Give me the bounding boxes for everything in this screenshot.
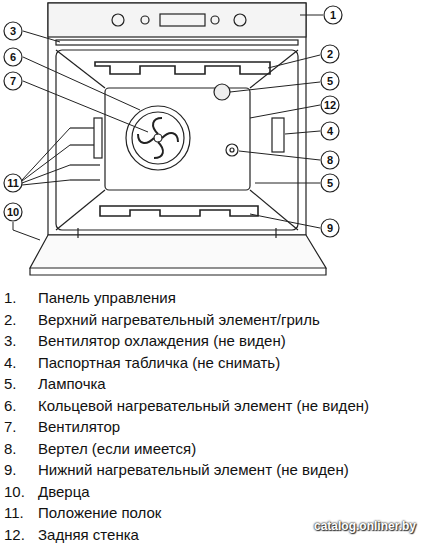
part-name: Верхний нагревательный элемент/гриль bbox=[38, 311, 320, 329]
list-number: 9. bbox=[4, 461, 17, 479]
list-number: 10. bbox=[4, 483, 25, 501]
hinge bbox=[275, 228, 276, 238]
lamp bbox=[214, 84, 230, 100]
list-number: 2. bbox=[4, 311, 17, 329]
cooling-vent bbox=[56, 40, 298, 45]
callout-number: 1 bbox=[323, 5, 343, 25]
part-name: Вертел (если имеется) bbox=[38, 440, 196, 458]
ring-element bbox=[126, 106, 190, 170]
part-name: Паспортная табличка (не снимать) bbox=[38, 354, 280, 372]
leader-lines bbox=[13, 15, 323, 240]
callout-circle: 9 bbox=[320, 218, 340, 238]
oven-housing bbox=[48, 3, 306, 235]
callout-number: 9 bbox=[320, 218, 340, 238]
rack-level bbox=[70, 164, 100, 165]
rack-level bbox=[70, 144, 94, 145]
part-name: Дверца bbox=[38, 483, 90, 501]
fan-hub bbox=[154, 134, 162, 142]
list-number: 7. bbox=[4, 418, 17, 436]
nameplate bbox=[272, 118, 284, 152]
callout-circle: 5 bbox=[320, 71, 340, 91]
rack-level bbox=[70, 127, 94, 128]
callout-circle: 3 bbox=[3, 21, 23, 41]
bottom-element bbox=[100, 206, 258, 216]
grill-element bbox=[95, 62, 270, 74]
list-number: 3. bbox=[4, 332, 17, 350]
list-number: 12. bbox=[4, 526, 25, 544]
callout-number: 4 bbox=[320, 121, 340, 141]
list-number: 5. bbox=[4, 375, 17, 393]
part-name: Кольцевой нагревательный элемент (не вид… bbox=[38, 397, 369, 415]
callout-number: 8 bbox=[320, 150, 340, 170]
fan-blades bbox=[138, 118, 178, 158]
door-edge bbox=[30, 268, 326, 275]
part-name: Вентилятор охлаждения (не виден) bbox=[38, 332, 286, 350]
knob bbox=[112, 14, 124, 26]
door bbox=[30, 235, 326, 268]
callout-number: 6 bbox=[3, 47, 23, 67]
callout-circle: 10 bbox=[3, 202, 23, 222]
part-name: Задняя стенка bbox=[38, 526, 139, 544]
list-number: 1. bbox=[4, 289, 17, 307]
knob bbox=[211, 16, 219, 24]
callout-number: 5 bbox=[320, 173, 340, 193]
callout-circle: 4 bbox=[320, 121, 340, 141]
part-name: Вентилятор bbox=[38, 418, 120, 436]
knob bbox=[234, 14, 246, 26]
back-wall bbox=[105, 88, 250, 190]
callout-number: 10 bbox=[3, 202, 23, 222]
callout-circle: 8 bbox=[320, 150, 340, 170]
callout-number: 11 bbox=[3, 173, 23, 193]
callout-circle: 6 bbox=[3, 47, 23, 67]
display bbox=[160, 14, 205, 26]
rack-runner bbox=[94, 118, 102, 158]
part-name: Панель управления bbox=[38, 289, 176, 307]
cavity-edge bbox=[250, 50, 298, 88]
callout-number: 3 bbox=[3, 21, 23, 41]
cavity-edge bbox=[56, 190, 105, 230]
spit-socket bbox=[226, 144, 238, 156]
list-number: 4. bbox=[4, 354, 17, 372]
spit-socket bbox=[230, 148, 234, 152]
callout-number: 2 bbox=[320, 44, 340, 64]
callout-circle: 11 bbox=[3, 173, 23, 193]
callout-number: 5 bbox=[320, 71, 340, 91]
knob bbox=[141, 16, 149, 24]
callout-number: 12 bbox=[320, 95, 340, 115]
list-number: 6. bbox=[4, 397, 17, 415]
list-number: 11. bbox=[4, 504, 24, 522]
hinge bbox=[77, 228, 78, 238]
rack-level bbox=[70, 179, 100, 180]
cavity-edge bbox=[56, 50, 105, 88]
callout-circle: 12 bbox=[320, 95, 340, 115]
list-number: 8. bbox=[4, 440, 17, 458]
callout-circle: 5 bbox=[320, 173, 340, 193]
callout-circle: 7 bbox=[3, 71, 23, 91]
part-name: Нижний нагревательный элемент (не виден) bbox=[38, 461, 349, 479]
callout-circle: 2 bbox=[320, 44, 340, 64]
callout-number: 7 bbox=[3, 71, 23, 91]
oven-cavity bbox=[56, 50, 298, 230]
watermark: catalog.onliner.by bbox=[314, 517, 416, 535]
control-panel bbox=[48, 3, 306, 37]
callout-circle: 1 bbox=[323, 5, 343, 25]
fan-guard bbox=[132, 112, 184, 164]
part-name: Лампочка bbox=[38, 375, 106, 393]
part-name: Положение полок bbox=[38, 504, 161, 522]
